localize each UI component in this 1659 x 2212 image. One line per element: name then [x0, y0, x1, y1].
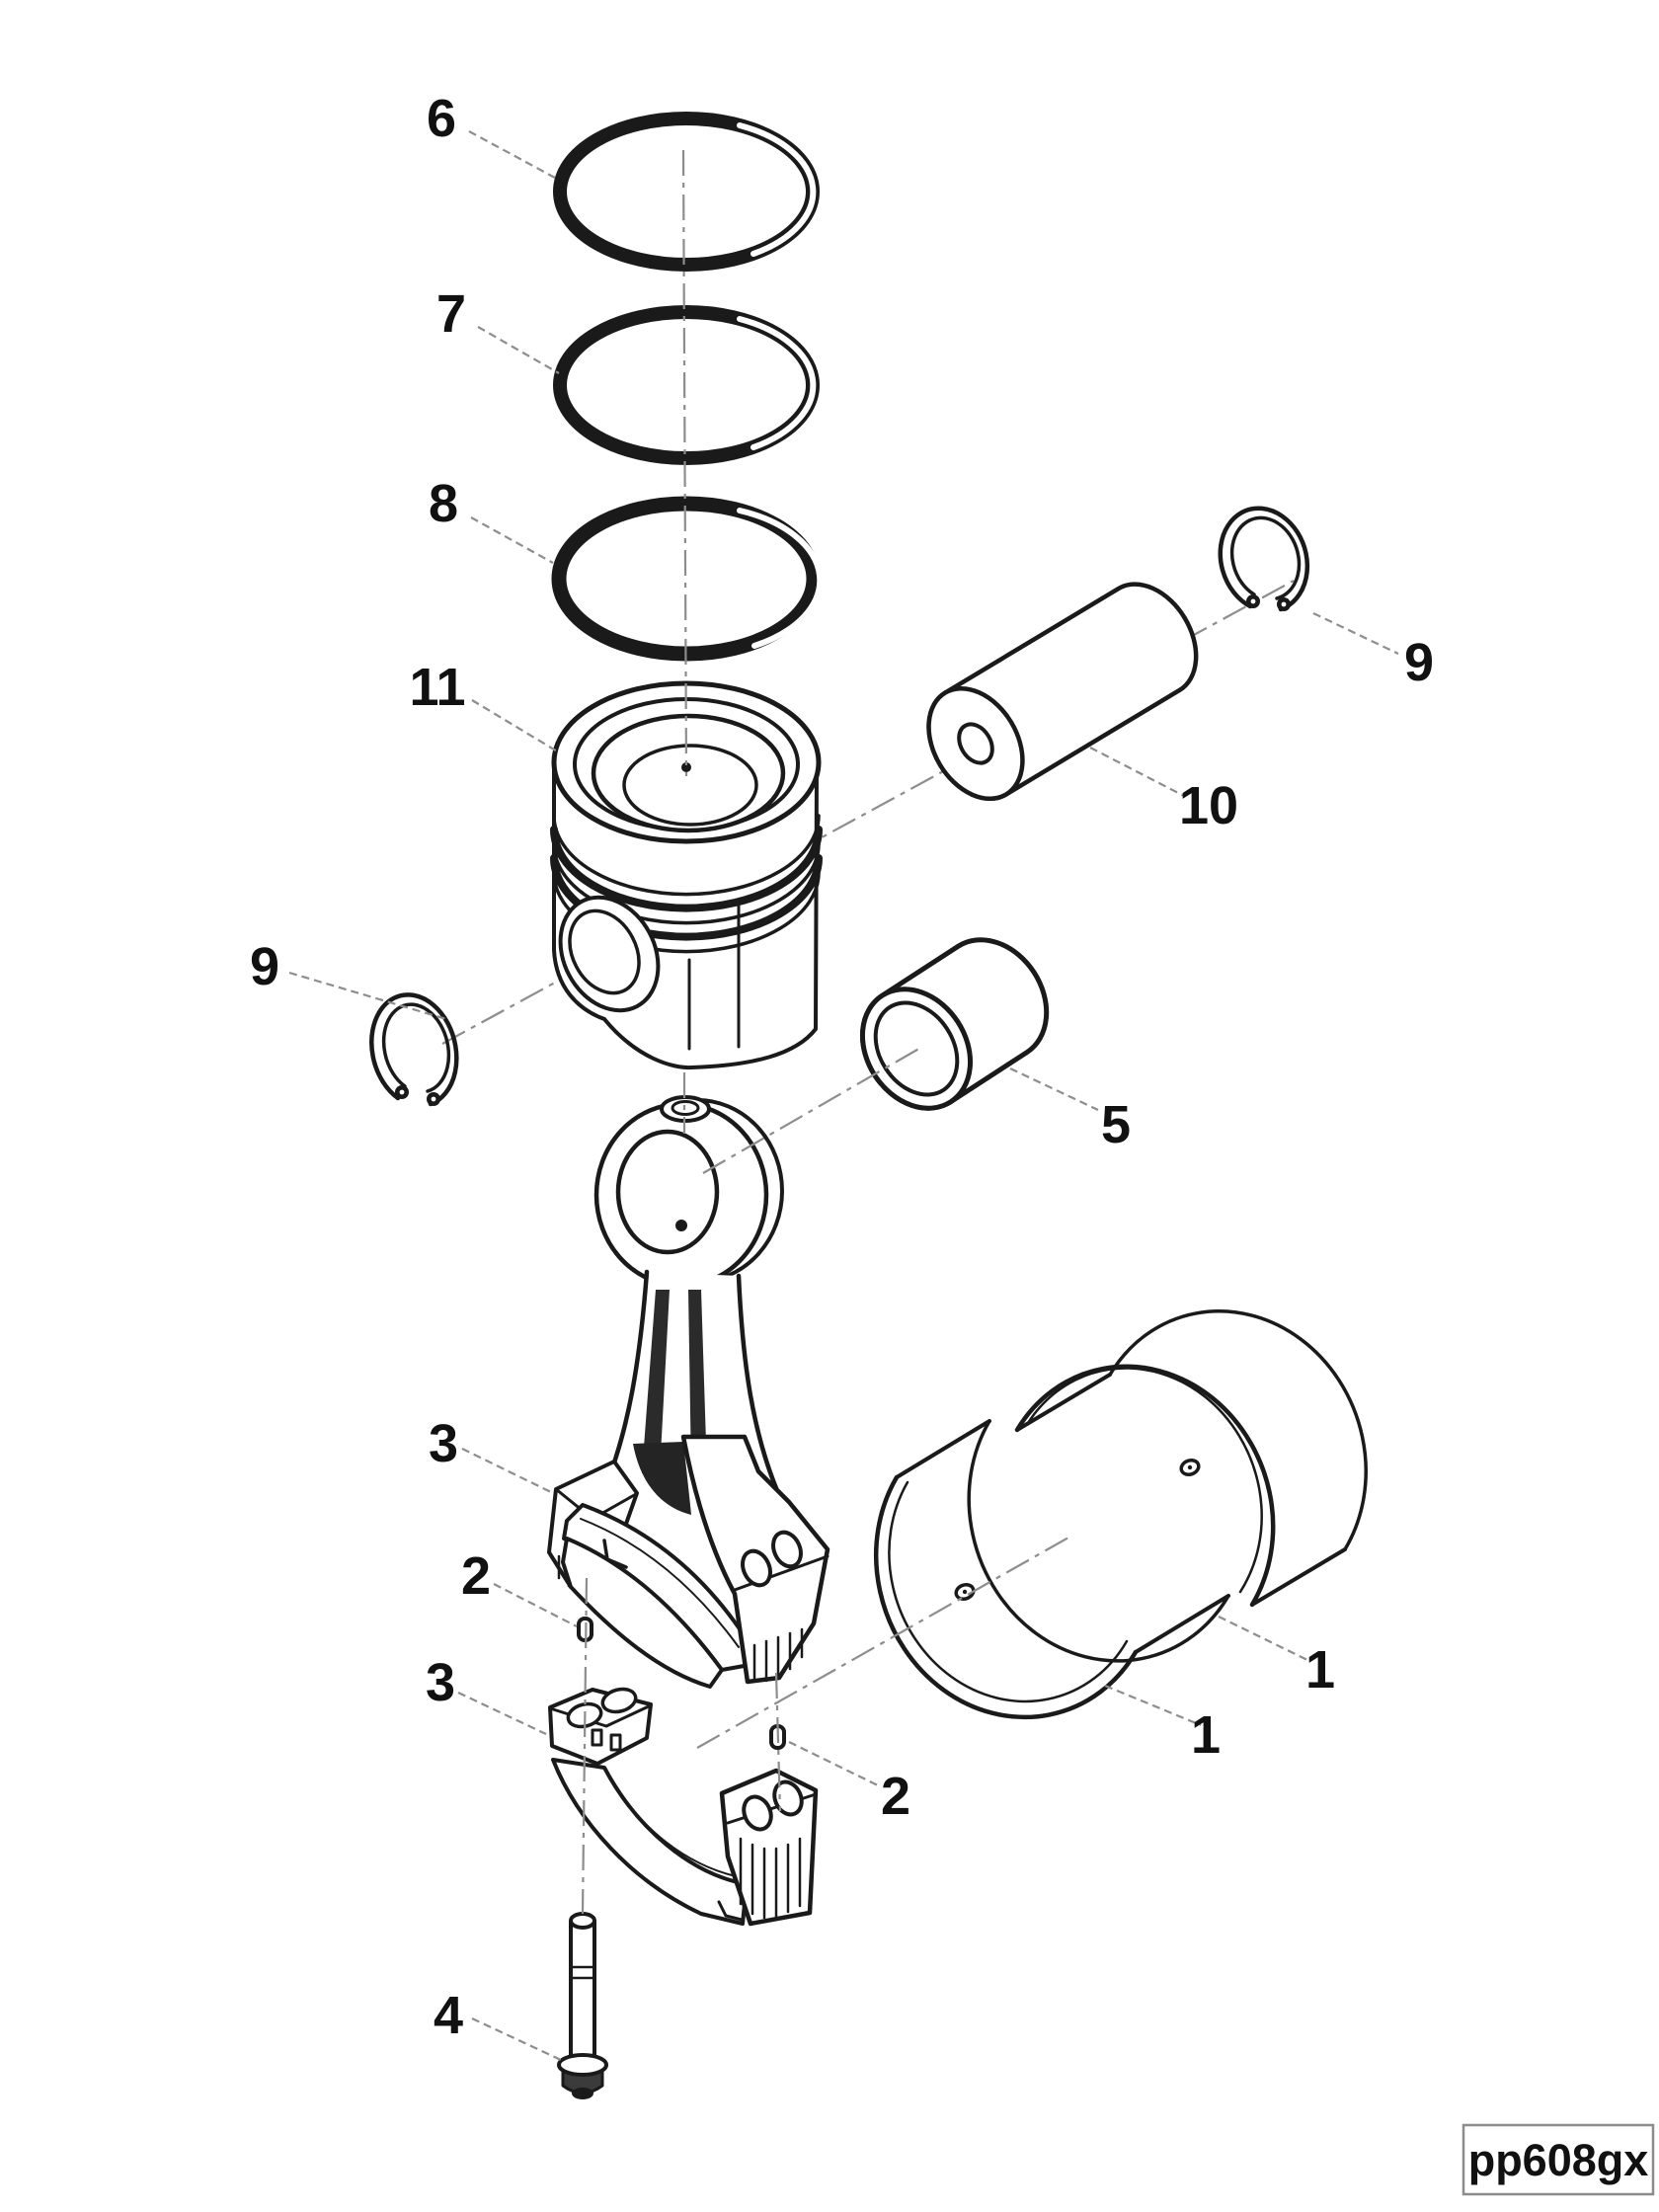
leader-1-upper	[1218, 1616, 1310, 1662]
leader-7	[477, 326, 560, 374]
bearing-shell-upper	[1014, 1309, 1368, 1608]
piston-ring-oil	[551, 496, 824, 662]
drawing-code: pp608gx	[1468, 2135, 1649, 2185]
piston-pin-boss	[558, 895, 661, 1013]
leader-1-lower	[1104, 1684, 1202, 1727]
piston	[550, 680, 823, 1070]
leader-11	[471, 699, 560, 753]
bearing-shell-lower	[873, 1419, 1230, 1720]
bowl-center-dot	[681, 762, 691, 772]
callout-7: 7	[436, 284, 466, 344]
leader-10	[1089, 747, 1185, 797]
callout-3-rod: 3	[429, 1414, 458, 1473]
connecting-rod-cap	[548, 1687, 819, 1927]
callout-3-cap: 3	[426, 1653, 455, 1712]
callout-1-upper: 1	[1305, 1640, 1335, 1699]
callout-9-right: 9	[1404, 633, 1434, 692]
piston-ring-top	[553, 112, 820, 272]
connecting-rod-big-end	[547, 1434, 830, 1689]
leader-2-upper	[493, 1583, 578, 1627]
leader-9-right	[1312, 612, 1399, 655]
leader-5	[1009, 1067, 1099, 1111]
callout-4: 4	[434, 1986, 463, 2045]
callout-10: 10	[1179, 776, 1238, 835]
centerlines	[581, 149, 1069, 1915]
leader-lines	[288, 130, 1399, 2061]
main-vertical-centerline	[681, 149, 688, 777]
leader-4	[471, 2017, 562, 2061]
piston-ring-second	[553, 305, 820, 465]
leader-8	[470, 516, 554, 564]
leader-6	[468, 130, 556, 179]
drawing-code-box: pp608gx	[1462, 2123, 1655, 2196]
callout-1-lower: 1	[1191, 1705, 1221, 1765]
leader-3-cap	[457, 1692, 547, 1735]
callout-6: 6	[427, 89, 456, 148]
piston-pin	[926, 582, 1199, 802]
callout-2-upper: 2	[461, 1546, 491, 1606]
left-bolt-axis-centerline	[581, 1577, 589, 1915]
callout-2-lower: 2	[881, 1767, 910, 1826]
crank-bore-axis-centerline	[696, 1537, 1069, 1749]
connecting-rod	[593, 1095, 784, 1496]
callout-5: 5	[1101, 1095, 1131, 1154]
rod-cap-bolt	[557, 1912, 608, 2099]
leader-9-left	[288, 971, 447, 1021]
retaining-ring-right	[1218, 506, 1310, 612]
callout-8: 8	[429, 474, 458, 533]
bushing-axis-centerline	[702, 1046, 923, 1174]
small-end-bushing	[859, 937, 1050, 1111]
leader-3-rod	[461, 1448, 554, 1494]
leader-2-lower	[788, 1741, 881, 1787]
right-bolt-axis-centerline	[774, 1672, 782, 1812]
callout-9-left: 9	[250, 937, 279, 996]
callout-11: 11	[409, 658, 465, 717]
retaining-ring-left	[369, 992, 459, 1107]
